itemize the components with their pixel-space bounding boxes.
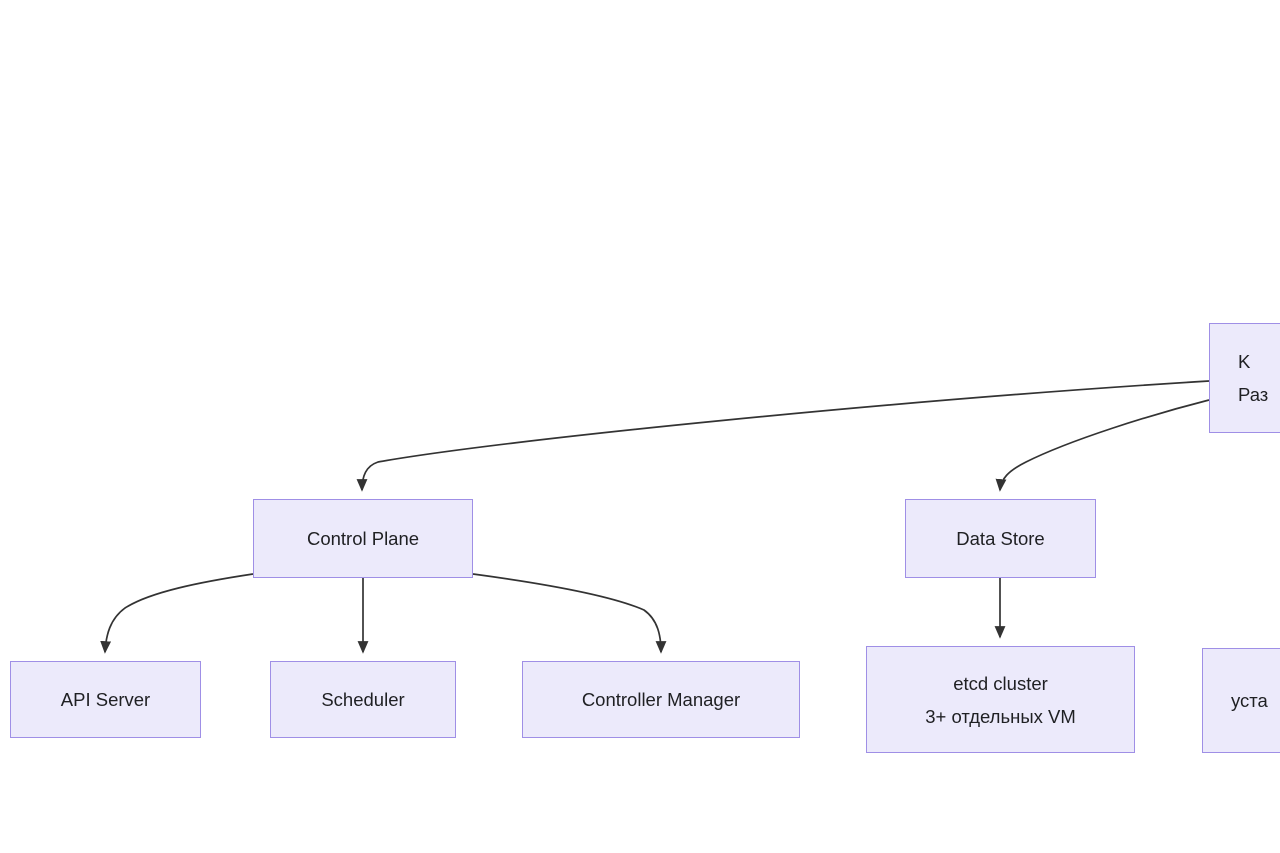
node-k8s-root-line-1: K — [1238, 351, 1251, 372]
node-scheduler-label: Scheduler — [321, 689, 405, 710]
edge-root-to-control-plane — [356, 380, 1210, 492]
node-etcd-cluster[interactable]: etcd cluster 3+ отдельных VM — [866, 646, 1135, 753]
edge-cp-to-controller-mgr — [472, 573, 667, 654]
node-api-server[interactable]: API Server — [10, 661, 201, 738]
edge-root-to-data-store — [995, 399, 1210, 492]
node-k8s-root[interactable]: K Раз — [1209, 323, 1280, 433]
node-control-plane[interactable]: Control Plane — [253, 499, 473, 578]
node-data-store-label: Data Store — [956, 528, 1045, 549]
node-worker-nodes-label: уста — [1231, 690, 1268, 711]
node-worker-nodes[interactable]: уста — [1202, 648, 1280, 753]
node-scheduler[interactable]: Scheduler — [270, 661, 456, 738]
edge-cp-to-api-server — [100, 573, 254, 654]
node-k8s-root-line-2: Раз — [1238, 384, 1269, 405]
node-controller-manager[interactable]: Controller Manager — [522, 661, 800, 738]
node-etcd-cluster-line-1: etcd cluster — [953, 672, 1048, 694]
node-etcd-cluster-line-2: 3+ отдельных VM — [925, 705, 1076, 727]
node-control-plane-label: Control Plane — [306, 528, 420, 549]
node-api-server-label: API Server — [60, 689, 151, 710]
node-data-store[interactable]: Data Store — [905, 499, 1096, 578]
node-controller-manager-label: Controller Manager — [581, 689, 741, 710]
